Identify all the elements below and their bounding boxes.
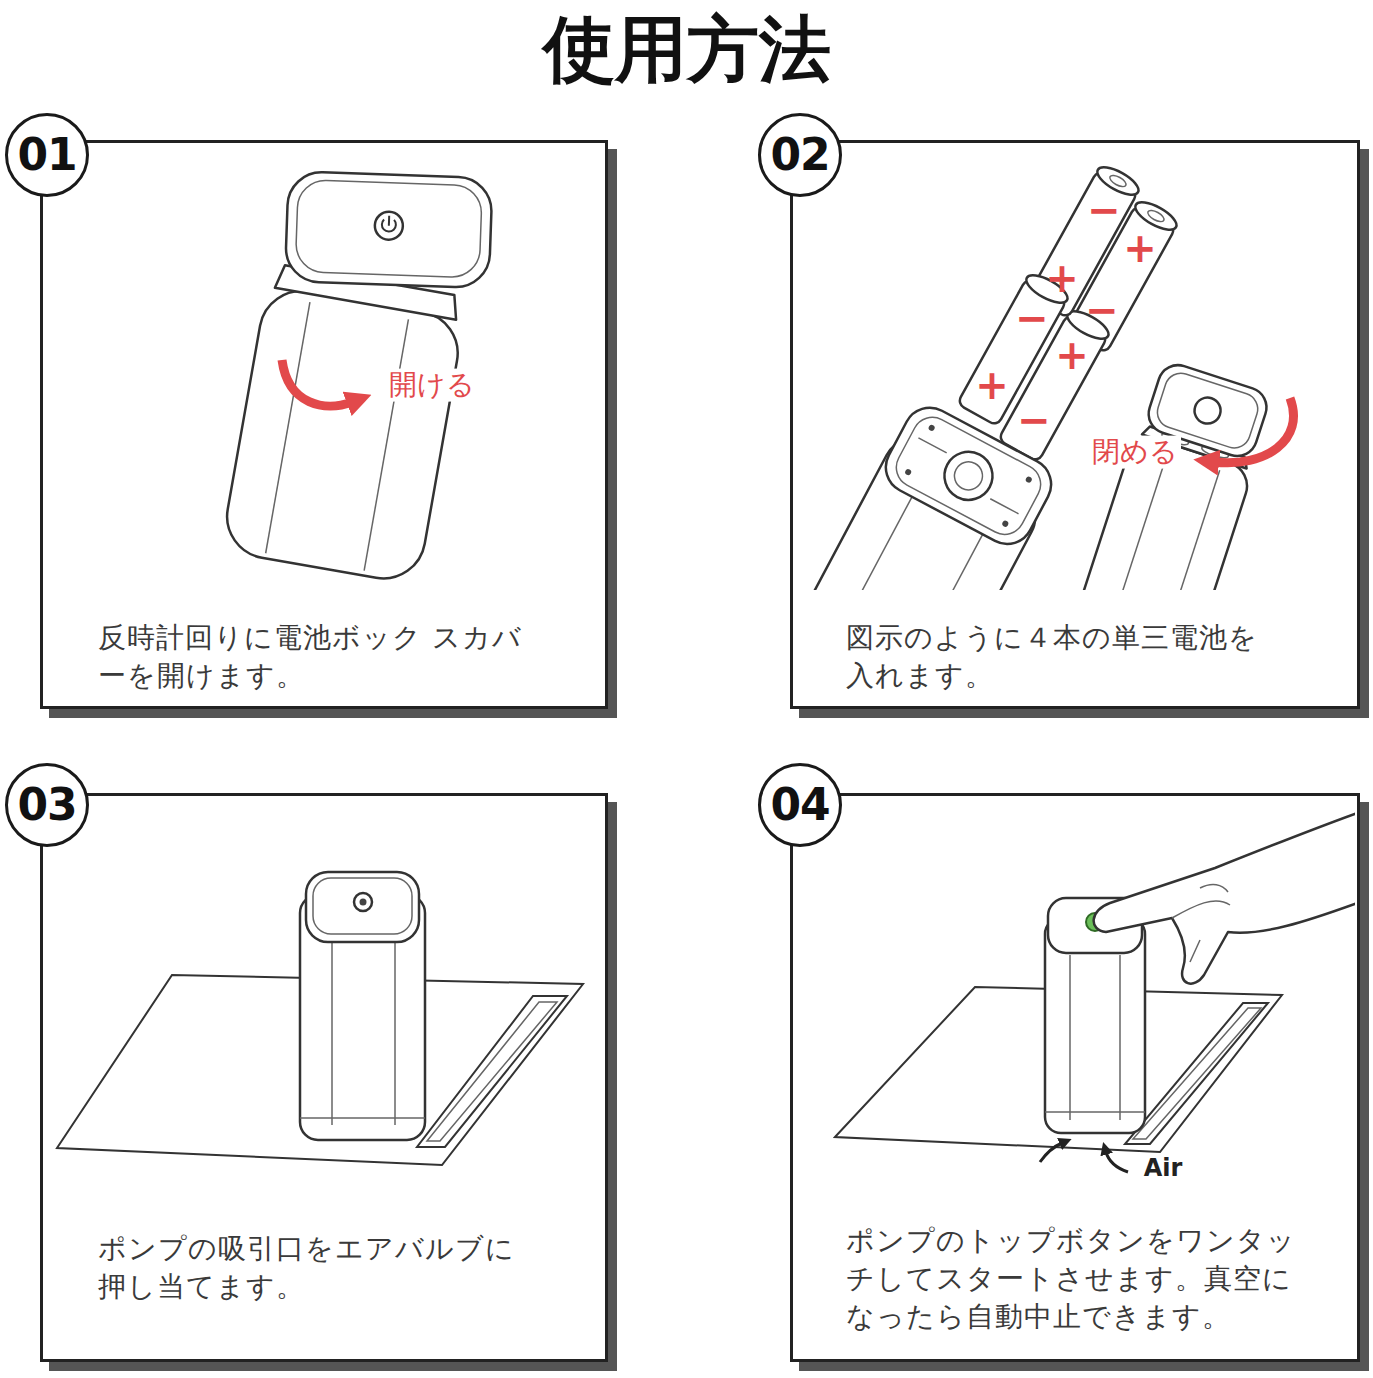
polarity-sign: + [1045,256,1079,300]
step-caption: ポンプのトップボタンをワンタッ チしてスタートさせます。真空に なったら自動中止… [846,1222,1298,1336]
step-panel: 図示のように４本の単三電池を 入れます。 [790,140,1360,709]
pump-start-illustration [835,812,1360,1172]
step-number: 04 [770,783,829,827]
pump-opening-illustration [220,143,507,588]
step-number: 03 [17,783,76,827]
open-arrow [282,360,352,406]
open-direction-label: 開ける [386,369,478,402]
polarity-sign: − [1017,398,1051,442]
step-number: 02 [770,133,829,177]
page-title: 使用方法 [0,4,1373,94]
close-direction-label: 閉める [1089,436,1181,469]
step-number-badge: 01 [5,113,89,197]
step-caption: ポンプの吸引口をエアバルブに 押し当てます。 [98,1230,528,1306]
step-number: 01 [17,133,76,177]
step-panel: ポンプのトップボタンをワンタッ チしてスタートさせます。真空に なったら自動中止… [790,793,1360,1362]
step-panel: 反時計回りに電池ボック スカバ ーを開けます。 [40,140,608,709]
air-flow-label: Air [1144,1155,1183,1181]
polarity-sign: − [1087,188,1121,232]
pump-on-bag-illustration [57,872,583,1165]
polarity-sign: + [1055,333,1089,377]
step-caption: 図示のように４本の単三電池を 入れます。 [846,619,1276,695]
polarity-sign: − [1015,296,1049,340]
step-number-badge: 02 [758,113,842,197]
step-caption: 反時計回りに電池ボック スカバ ーを開けます。 [98,619,528,695]
step-number-badge: 03 [5,763,89,847]
polarity-sign: + [1123,226,1157,270]
polarity-sign: + [975,363,1009,407]
step-panel: ポンプの吸引口をエアバルブに 押し当てます。 [40,793,608,1362]
battery-insert-illustration [795,162,1277,590]
polarity-sign: − [1085,288,1119,332]
close-arrow [1214,398,1294,463]
step-number-badge: 04 [758,763,842,847]
